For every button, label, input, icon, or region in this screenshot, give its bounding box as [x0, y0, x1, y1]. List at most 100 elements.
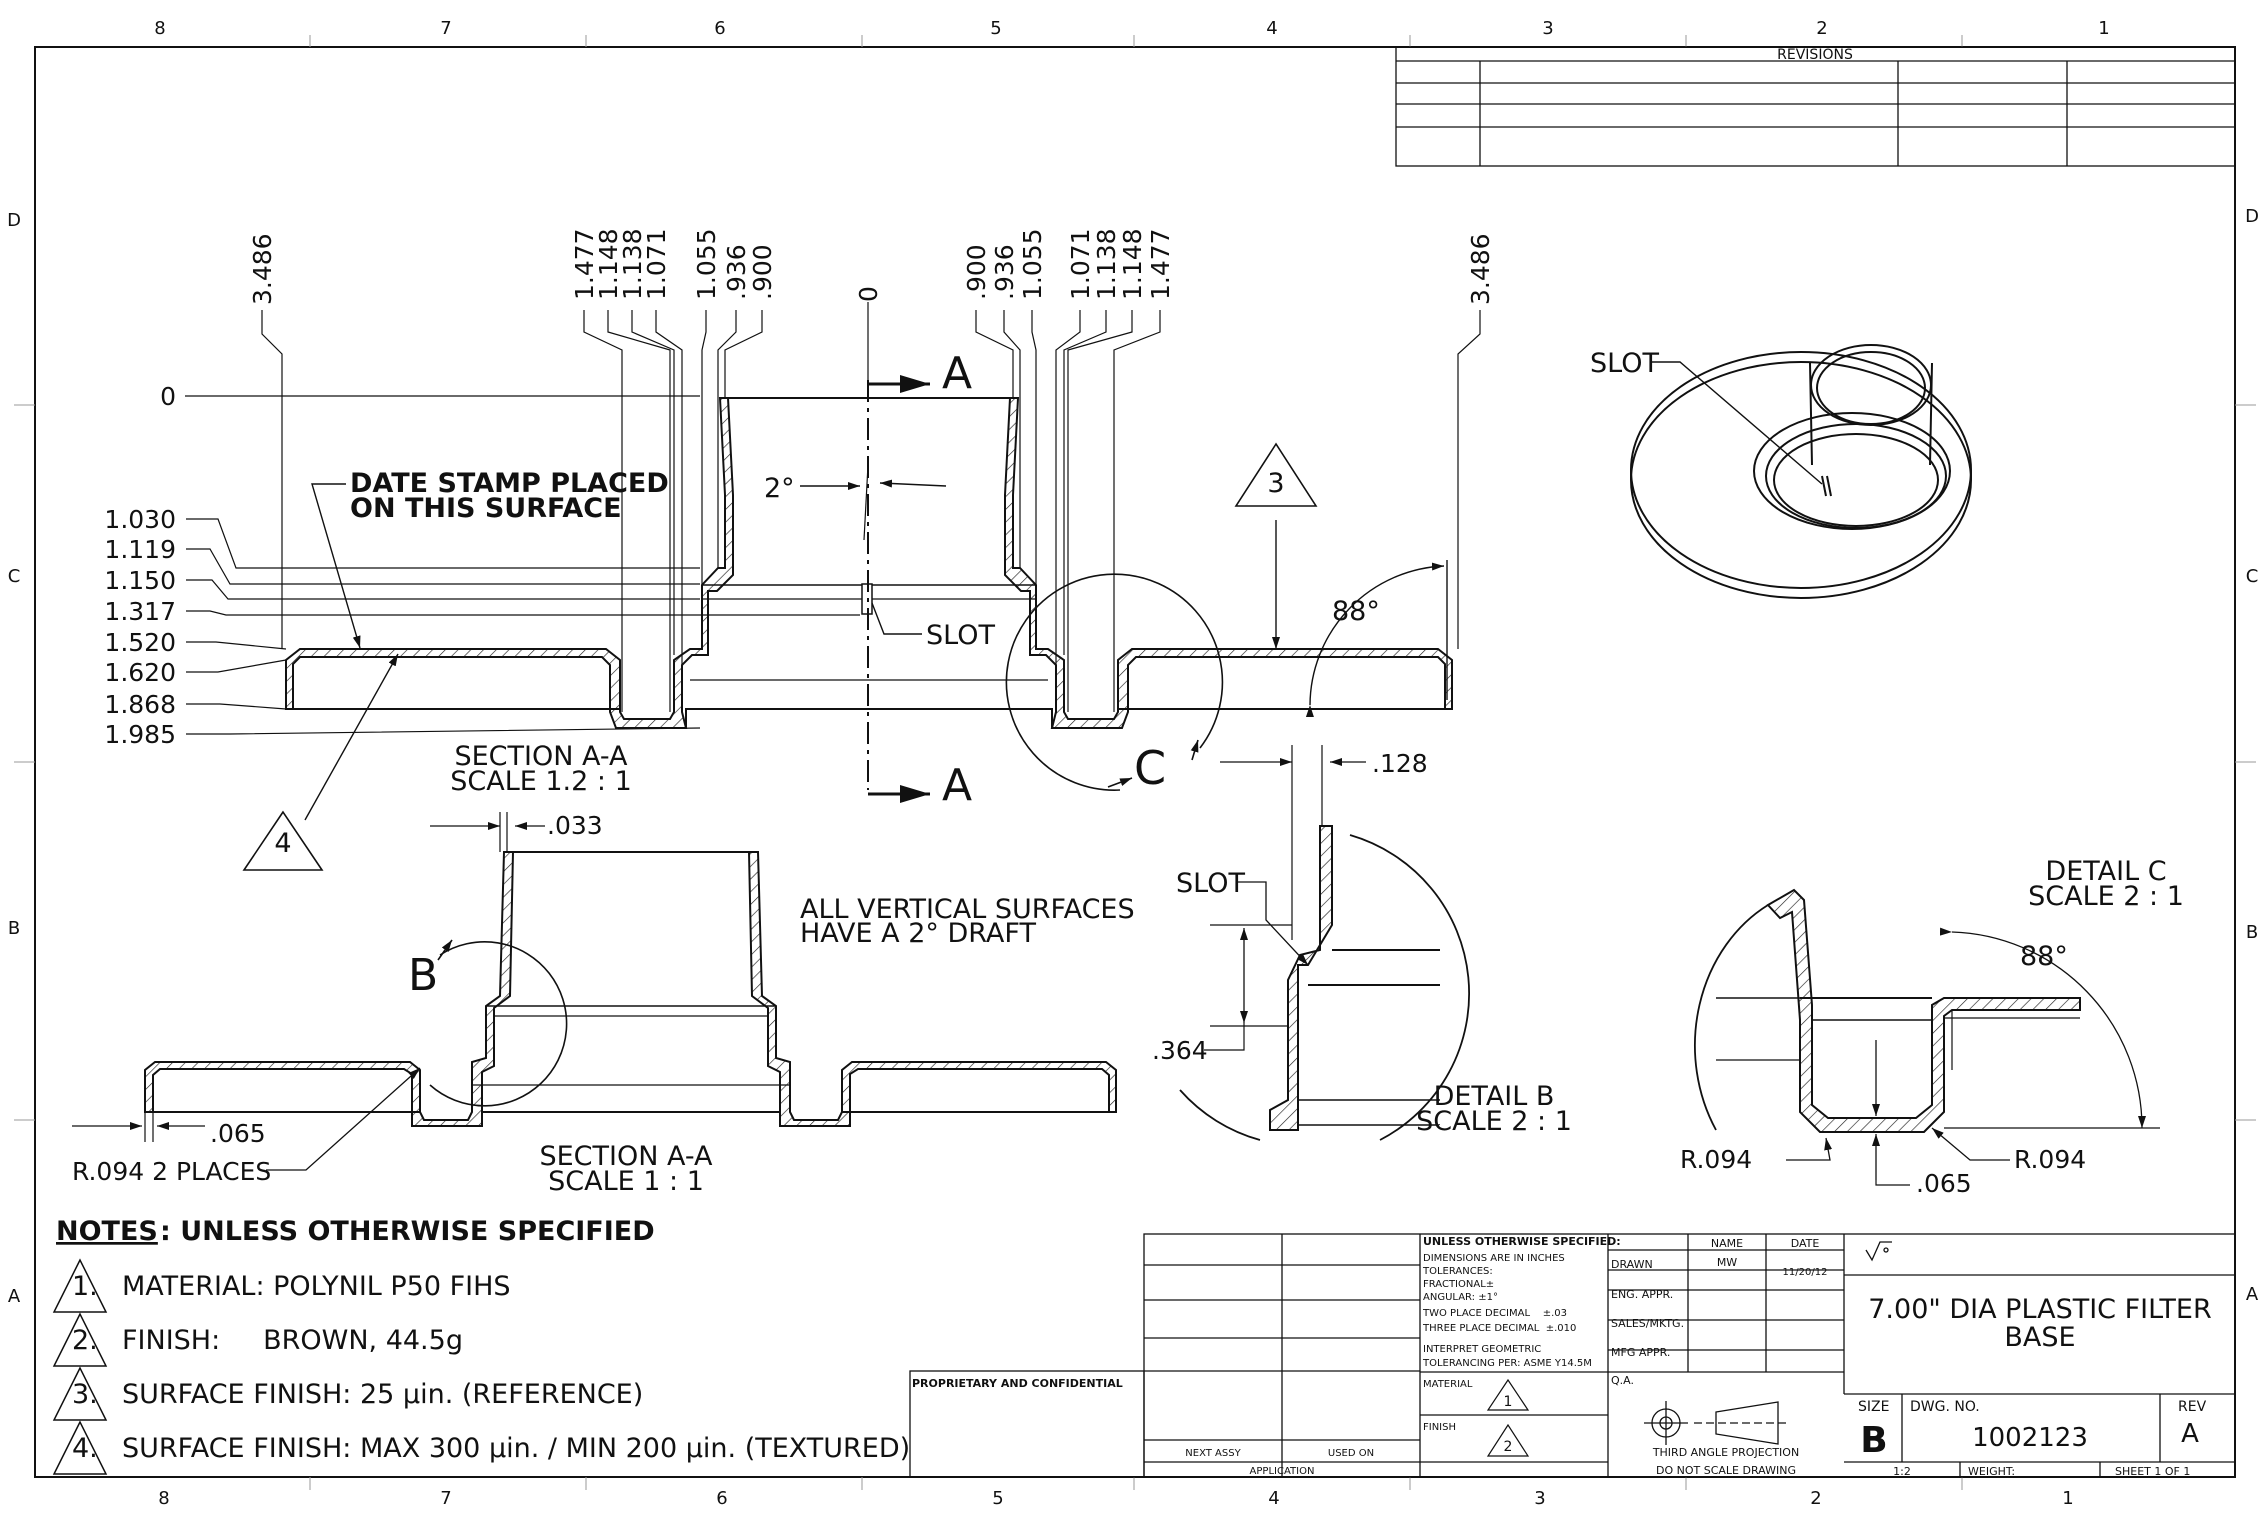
section-a-letter: A [942, 760, 972, 811]
height-dimensions [185, 395, 860, 735]
dim-height: 1.150 [104, 566, 176, 595]
dim-center: 0 [854, 286, 883, 302]
dim-left: .900 [748, 244, 777, 300]
detail-c-angle: 88° [2020, 941, 2068, 972]
interpret-line1: INTERPRET GEOMETRIC [1423, 1344, 1541, 1355]
sheet-label: SHEET 1 OF 1 [2115, 1465, 2190, 1478]
zone-col-label: 5 [992, 1488, 1003, 1509]
draft-note-line1: ALL VERTICAL SURFACES [800, 894, 1135, 925]
note-number: 3. [72, 1379, 98, 1410]
revisions-table [1395, 46, 2236, 167]
draft-angle-label: 2° [764, 473, 795, 504]
dim-height: 1.985 [104, 720, 176, 749]
projection-label: THIRD ANGLE PROJECTION [1652, 1446, 1799, 1459]
dim-left: 1.138 [618, 228, 647, 300]
ordinate-dimension-labels: 3.486 3.486 0 1.477 1.148 1.138 1.071 1.… [248, 228, 1495, 305]
zone-row-label: B [2246, 922, 2258, 943]
col-name-label: NAME [1711, 1237, 1743, 1250]
revisions-title: REVISIONS [1777, 47, 1853, 63]
date-stamp-line1: DATE STAMP PLACED [350, 468, 669, 499]
dims-inches-label: DIMENSIONS ARE IN INCHES [1423, 1253, 1565, 1264]
zone-col-label: 4 [1266, 18, 1277, 39]
detail-b-letter: B [408, 950, 438, 1001]
dim-height: 1.868 [104, 690, 176, 719]
zone-col-label: 8 [158, 1488, 169, 1509]
section-view-lower: B .033 .065 R.094 2 PLACES ALL VERTICAL … [72, 811, 1135, 1197]
material-note-flag: 1 [1504, 1394, 1513, 1410]
dim-right: 1.148 [1118, 228, 1147, 300]
mfg-appr-label: MFG APPR. [1611, 1346, 1670, 1359]
dim-065: .065 [210, 1119, 266, 1148]
zone-col-label: 7 [440, 18, 451, 39]
zone-col-label: 3 [1534, 1488, 1545, 1509]
dim-right: 1.055 [1018, 228, 1047, 300]
iso-slot-label: SLOT [1590, 348, 1659, 379]
radius-label: R.094 2 PLACES [72, 1157, 271, 1186]
zone-col-label: 7 [440, 1488, 451, 1509]
title-block-text: PROPRIETARY AND CONFIDENTIAL NEXT ASSY U… [912, 1235, 2212, 1478]
dim-right: .900 [962, 244, 991, 300]
section-scale: SCALE 1 : 1 [548, 1166, 704, 1197]
detail-c-scale: SCALE 2 : 1 [2028, 881, 2184, 912]
drawing-title-line1: 7.00" DIA PLASTIC FILTER [1868, 1294, 2212, 1325]
drawing-title-line2: BASE [2004, 1322, 2075, 1353]
size-label: SIZE [1858, 1399, 1889, 1415]
note-number: 2. [72, 1325, 98, 1356]
dim-height: 1.620 [104, 658, 176, 687]
date-stamp-line2: ON THIS SURFACE [350, 493, 622, 524]
tolerances-label: TOLERANCES: [1422, 1266, 1493, 1277]
note-number: 1. [72, 1271, 98, 1302]
dim-outer-left: 3.486 [248, 233, 277, 305]
iso-view [1630, 344, 1972, 599]
note-number: 4. [72, 1433, 98, 1464]
do-not-scale-label: DO NOT SCALE DRAWING [1656, 1464, 1796, 1477]
detail-b-slot-label: SLOT [1176, 868, 1245, 899]
slot-label: SLOT [926, 620, 995, 651]
detail-c-view: 88° .065 R.094 R.094 DETAIL C SCALE 2 : … [1680, 856, 2184, 1198]
angular-label: ANGULAR: ±1° [1423, 1292, 1498, 1303]
detail-b-scale: SCALE 2 : 1 [1416, 1106, 1572, 1137]
note-text: SURFACE FINISH: MAX 300 µin. / MIN 200 µ… [122, 1433, 910, 1464]
interpret-line2: TOLERANCING PER: ASME Y14.5M [1422, 1358, 1592, 1369]
detail-c-radius-left: R.094 [1680, 1145, 1752, 1174]
two-place-label: TWO PLACE DECIMAL ±.03 [1422, 1308, 1567, 1319]
rev-label: REV [2178, 1399, 2207, 1415]
surface-finish-icon [1865, 1241, 1892, 1262]
zone-row-label: A [8, 1286, 21, 1307]
proprietary-label: PROPRIETARY AND CONFIDENTIAL [912, 1377, 1123, 1390]
zone-row-label: C [8, 566, 21, 587]
note-text: MATERIAL: POLYNIL P50 FIHS [122, 1271, 511, 1302]
dim-origin: 0 [160, 382, 176, 411]
dim-128: .128 [1372, 749, 1428, 778]
dim-right: 1.138 [1092, 228, 1121, 300]
zone-col-label: 8 [154, 18, 165, 39]
detail-c-letter: C [1134, 741, 1166, 795]
fractional-label: FRACTIONAL± [1423, 1279, 1494, 1290]
drawn-date: 11/20/12 [1783, 1267, 1828, 1278]
section-title: SECTION A-A [539, 1141, 713, 1172]
unless-specified-label: UNLESS OTHERWISE SPECIFIED: [1423, 1235, 1621, 1248]
zone-col-label: 4 [1268, 1488, 1279, 1509]
zone-col-label: 2 [1810, 1488, 1821, 1509]
dim-364: .364 [1152, 1036, 1208, 1065]
col-date-label: DATE [1791, 1237, 1820, 1250]
note-text: FINISH: BROWN, 44.5g [122, 1325, 463, 1356]
zone-col-label: 1 [2098, 18, 2109, 39]
dim-left: 1.071 [642, 228, 671, 300]
drawn-name: MW [1717, 1256, 1737, 1269]
eng-appr-label: ENG. APPR. [1611, 1288, 1673, 1301]
dim-left: 1.477 [570, 228, 599, 300]
section-title: SECTION A-A [454, 741, 628, 772]
angle-88-label: 88° [1332, 596, 1380, 627]
scale-value: 1:2 [1893, 1465, 1911, 1478]
used-on-label: USED ON [1328, 1448, 1374, 1459]
note-3-flag: 3 [1267, 468, 1284, 499]
detail-b-view: .128 .364 SLOT DETAIL B SCALE 2 : 1 [1152, 745, 1572, 1141]
material-label: MATERIAL [1423, 1379, 1473, 1390]
dim-left: .936 [722, 244, 751, 300]
notes-heading-keyword: NOTES [56, 1216, 158, 1247]
zone-row-label: D [2245, 206, 2259, 227]
rev-value: A [2181, 1419, 2199, 1449]
dim-outer-right: 3.486 [1466, 233, 1495, 305]
